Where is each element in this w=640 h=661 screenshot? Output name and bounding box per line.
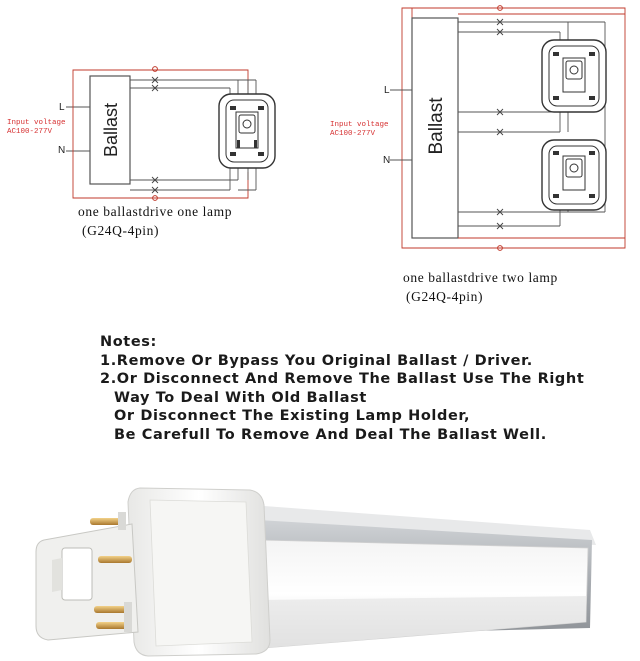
line-label: L: [384, 85, 390, 96]
single-lamp-wiring-diagram: Ballast L N Input voltage AC100-277V: [7, 66, 276, 238]
note-line: Be Carefull To Remove And Deal The Balla…: [114, 426, 547, 443]
input-voltage-label: Input voltage: [330, 121, 389, 129]
input-voltage-range: AC100-277V: [330, 130, 376, 138]
note-line: 2.Or Disconnect And Remove The Ballast U…: [100, 371, 585, 388]
ballast-label: Ballast: [426, 97, 447, 155]
lamp-holder-icon: [541, 39, 607, 113]
note-line: Way To Deal With Old Ballast: [114, 389, 367, 406]
input-voltage-range: AC100-277V: [7, 128, 53, 136]
input-voltage-label: Input voltage: [7, 119, 66, 127]
installation-notes: Notes: 1.Remove Or Bypass You Original B…: [100, 333, 620, 445]
diagram-caption-socket: (G24Q-4pin): [82, 223, 159, 238]
diagram-caption: one ballastdrive one lamp: [78, 204, 232, 219]
lamp-holder-icon: [218, 93, 276, 169]
note-line: 1.Remove Or Bypass You Original Ballast …: [100, 352, 533, 369]
two-lamp-wiring-diagram: Ballast L N Input voltage AC100-277V: [330, 5, 626, 304]
ballast-box: [411, 17, 459, 239]
ballast-label: Ballast: [101, 103, 121, 157]
neutral-label: N: [58, 145, 65, 156]
neutral-label: N: [383, 155, 390, 166]
diagram-caption-socket: (G24Q-4pin): [406, 289, 483, 304]
ballast-box: [89, 75, 131, 185]
lamp-holder-icon: [541, 139, 607, 211]
g24q-led-lamp-photo: [35, 487, 596, 657]
note-line: Or Disconnect The Existing Lamp Holder,: [114, 408, 471, 425]
lamp-pin-icon: [90, 512, 132, 632]
line-label: L: [59, 102, 65, 113]
notes-heading: Notes:: [100, 334, 157, 350]
diagram-caption: one ballastdrive two lamp: [403, 270, 558, 285]
